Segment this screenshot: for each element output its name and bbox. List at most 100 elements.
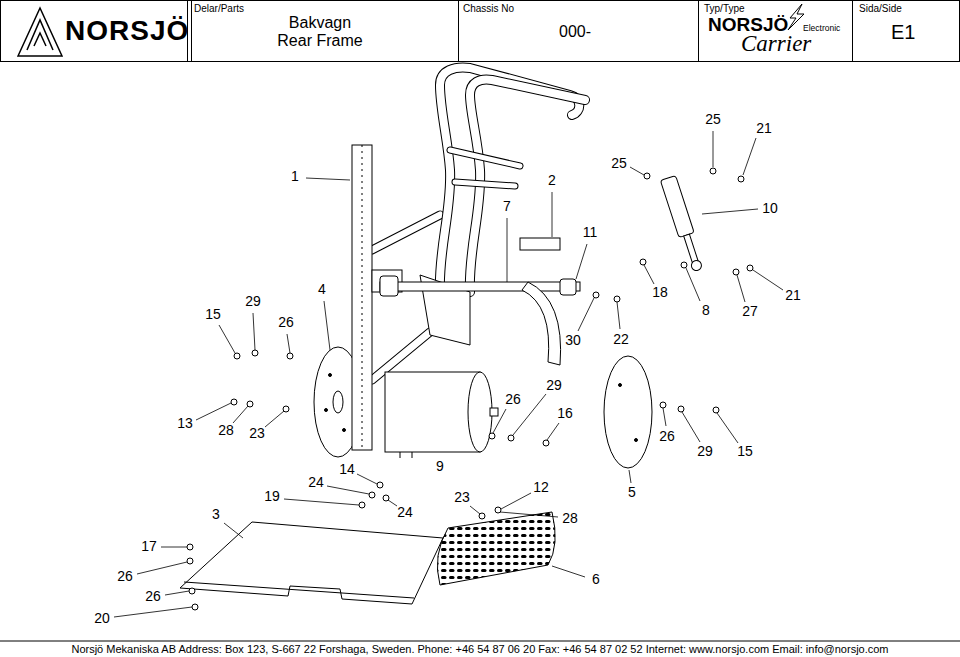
drum [385,372,498,458]
bushing [560,279,576,295]
callout-number: 23 [249,426,265,441]
callout-number: 28 [218,423,234,438]
callout-number: 18 [652,285,668,300]
drum-end [468,372,492,452]
washer [710,168,716,174]
spring-cylinder [660,176,694,238]
callout-number: 17 [141,539,157,554]
callout-number: 22 [613,332,629,347]
washer [287,353,293,359]
washer [678,406,684,412]
drawing-title: Bakvagn Rear Frame [272,14,368,51]
nut [359,502,365,508]
nut [192,604,198,610]
callout-number: 19 [264,489,280,504]
plate-hole [619,384,622,387]
callout-number: 5 [628,485,636,500]
post-edge [362,145,363,450]
cover-plate [522,282,561,365]
callout-number: 23 [454,490,470,505]
spring-rod [684,234,698,262]
floor-plate [180,522,443,604]
bolt-head [231,399,237,405]
field-label: Typ/Type [704,4,745,14]
washer [660,402,666,408]
header-cell: Sida/SideE1 [852,0,960,62]
plate-hole [333,391,343,413]
callout-number: 29 [697,444,713,459]
plate-rim [184,582,414,598]
drum-shaft [490,408,498,416]
shaft [380,238,580,365]
nut [614,296,620,302]
bushing [380,276,398,296]
callout-number: 29 [245,294,261,309]
footer-text: Norsjö Mekaniska AB Address: Box 123, S-… [71,643,888,655]
washer [593,292,599,298]
cross-tube [450,150,520,186]
plate-hole [325,409,328,412]
callout-number: 11 [583,225,598,240]
nut [489,433,495,439]
shaft-rod [380,282,580,291]
callout-number: 26 [117,569,133,584]
callout-number: 24 [397,505,413,520]
plate-hole [635,439,638,442]
spring-eye [690,259,703,272]
washer [189,588,195,594]
callout-number: 12 [533,480,549,495]
callout-number: 29 [546,378,562,393]
callout-number: 14 [339,462,355,477]
logo-triangle [18,8,62,56]
field-label: Delar/Parts [194,4,244,14]
hinge-bracket [520,238,560,250]
callout-number: 16 [557,406,573,421]
callout-number: 9 [436,459,444,474]
callout-number: 3 [212,507,220,522]
bolt-head [377,482,383,488]
callout-number: 26 [278,315,294,330]
logo-text: NORSJÖ [65,17,189,45]
bolt-head [234,353,240,359]
callout-number: 8 [702,303,710,318]
washer [733,269,739,275]
footer-rule [0,641,960,642]
plate-hole [329,374,332,377]
logo-mark [18,8,62,56]
callout-number: 21 [756,121,772,136]
grating [437,512,555,585]
callout-number: 15 [205,307,221,322]
callout-number: 30 [565,333,581,348]
lightning-bolt [788,4,804,30]
chassis-number: 000- [559,24,591,40]
callout-number: 20 [94,611,110,626]
field-label: Chassis No [463,4,514,14]
callout-number: 26 [145,589,161,604]
logo-text: Carrier [741,32,811,55]
side-plate [604,356,652,468]
header-cell: Typ/TypeNORSJÖElectronicCarrier [698,0,853,62]
bolt-head [713,407,719,413]
callout-number: 2 [548,173,556,188]
callout-number: 25 [611,156,627,171]
callout-number: 10 [762,201,778,216]
callout-number: 28 [562,511,578,526]
bolt-head [640,259,646,265]
nut [738,176,744,182]
drum-pin [412,452,413,458]
cross-tube [450,150,520,186]
drum-pin [400,452,401,458]
bolt-head [187,544,193,550]
plate-hole [343,429,346,432]
handle-tube [440,68,579,292]
washer [252,350,258,356]
callout-number: 25 [705,112,721,127]
header-cell: Chassis No 000- [458,0,699,62]
header-cell: Delar/PartsBakvagn Rear Frame [187,0,459,62]
field-label: Sida/Side [859,4,902,14]
floor-plate [180,522,443,604]
callout-number: 26 [505,392,521,407]
